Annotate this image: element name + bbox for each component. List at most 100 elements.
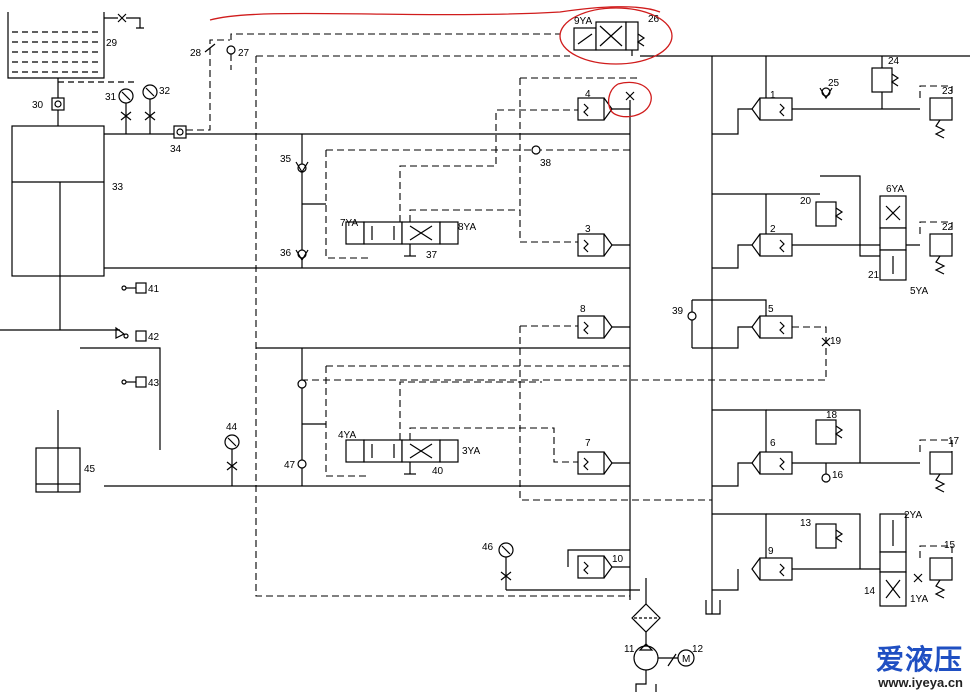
port-41	[121, 282, 147, 294]
cartridge-valve-4	[577, 91, 635, 121]
cartridge-valve-8	[577, 315, 630, 339]
label-8: 8	[580, 304, 586, 315]
cartridge-valve-1	[712, 56, 920, 135]
label-2ya: 2YA	[904, 510, 922, 521]
check-valve-16	[821, 463, 831, 483]
cartridge-valve-5	[692, 299, 793, 349]
label-47: 47	[284, 460, 296, 471]
relief-valve-23	[919, 85, 953, 139]
label-18: 18	[826, 410, 838, 421]
label-29: 29	[106, 38, 118, 49]
label-5: 5	[768, 304, 774, 315]
label-9: 9	[768, 546, 774, 557]
port-42	[115, 326, 147, 342]
label-4ya: 4YA	[338, 430, 356, 441]
label-12: 12	[692, 644, 704, 655]
label-6ya: 6YA	[886, 184, 904, 195]
label-26: 26	[648, 14, 660, 25]
label-31: 31	[105, 92, 117, 103]
label-19: 19	[830, 336, 842, 347]
label-25: 25	[828, 78, 840, 89]
directional-valve-40	[345, 439, 459, 475]
port-43	[121, 376, 147, 388]
label-2: 2	[770, 224, 776, 235]
gauge-44	[224, 434, 240, 486]
pump-11	[633, 632, 678, 692]
annotation-circle-4	[607, 81, 652, 118]
prefill-valve-34	[173, 33, 560, 139]
throttle-19	[302, 326, 831, 381]
label-46: 46	[482, 542, 494, 553]
gauge-31	[118, 88, 134, 134]
check-valve-39	[687, 300, 697, 348]
relief-valve-17	[919, 439, 953, 493]
label-3ya: 3YA	[462, 446, 480, 457]
cartridge-valve-3	[577, 233, 630, 257]
directional-valve-26	[573, 21, 646, 56]
relief-valve-22	[919, 221, 953, 275]
watermark-logo: 爱液压 www.iyeya.cn	[875, 643, 963, 691]
label-24: 24	[888, 56, 900, 67]
label-10: 10	[612, 554, 624, 565]
label-3: 3	[585, 224, 591, 235]
tank-29	[7, 12, 144, 79]
label-36: 36	[280, 248, 292, 259]
label-30: 30	[32, 100, 44, 111]
label-33: 33	[112, 182, 124, 193]
check-valve-25	[819, 87, 833, 100]
label-43: 43	[148, 378, 160, 389]
label-28: 28	[190, 48, 202, 59]
check-valve-35	[295, 134, 309, 268]
label-39: 39	[672, 306, 684, 317]
watermark-url: www.iyeya.cn	[878, 675, 963, 690]
directional-valve-14	[879, 513, 923, 607]
label-15: 15	[944, 540, 956, 551]
label-44: 44	[226, 422, 238, 433]
cartridge-valve-2	[712, 193, 920, 269]
watermark-text: 爱液压	[875, 643, 963, 676]
label-20: 20	[800, 196, 812, 207]
label-35: 35	[280, 154, 292, 165]
label-41: 41	[148, 284, 160, 295]
label-6: 6	[770, 438, 776, 449]
check-valve-36	[295, 249, 309, 262]
relief-valve-18	[766, 409, 861, 463]
cartridge-valve-7	[577, 451, 630, 475]
label-7: 7	[585, 438, 591, 449]
gauge-46	[498, 542, 640, 591]
label-32: 32	[159, 86, 171, 97]
label-13: 13	[800, 518, 812, 529]
annotation-arc	[209, 6, 661, 21]
label-1ya: 1YA	[910, 594, 928, 605]
label-11: 11	[624, 644, 635, 655]
label-9ya: 9YA	[574, 16, 592, 27]
relief-valve-24	[871, 56, 900, 109]
label-16: 16	[832, 470, 844, 481]
label-27: 27	[238, 48, 250, 59]
label-37: 37	[426, 250, 438, 261]
motor-label: M	[682, 654, 690, 665]
filler-30	[51, 78, 65, 126]
cartridge-valve-9	[712, 513, 880, 591]
label-14: 14	[864, 586, 876, 597]
directional-valve-37	[345, 221, 459, 257]
label-5ya: 5YA	[910, 286, 928, 297]
annotation-circle-26	[559, 7, 673, 65]
label-7ya: 7YA	[340, 218, 358, 229]
label-40: 40	[432, 466, 444, 477]
gauge-32	[142, 84, 158, 134]
cylinder-45	[35, 410, 81, 493]
directional-valve-21	[879, 195, 907, 281]
cylinder-33	[0, 125, 120, 331]
label-34: 34	[170, 144, 182, 155]
relief-valve-15	[919, 545, 953, 599]
label-38: 38	[540, 158, 552, 169]
cartridge-valve-6	[712, 409, 920, 487]
filter	[631, 578, 661, 633]
label-22: 22	[942, 222, 954, 233]
label-1: 1	[770, 90, 776, 101]
check-valve-47	[297, 348, 307, 486]
label-8ya: 8YA	[458, 222, 476, 233]
